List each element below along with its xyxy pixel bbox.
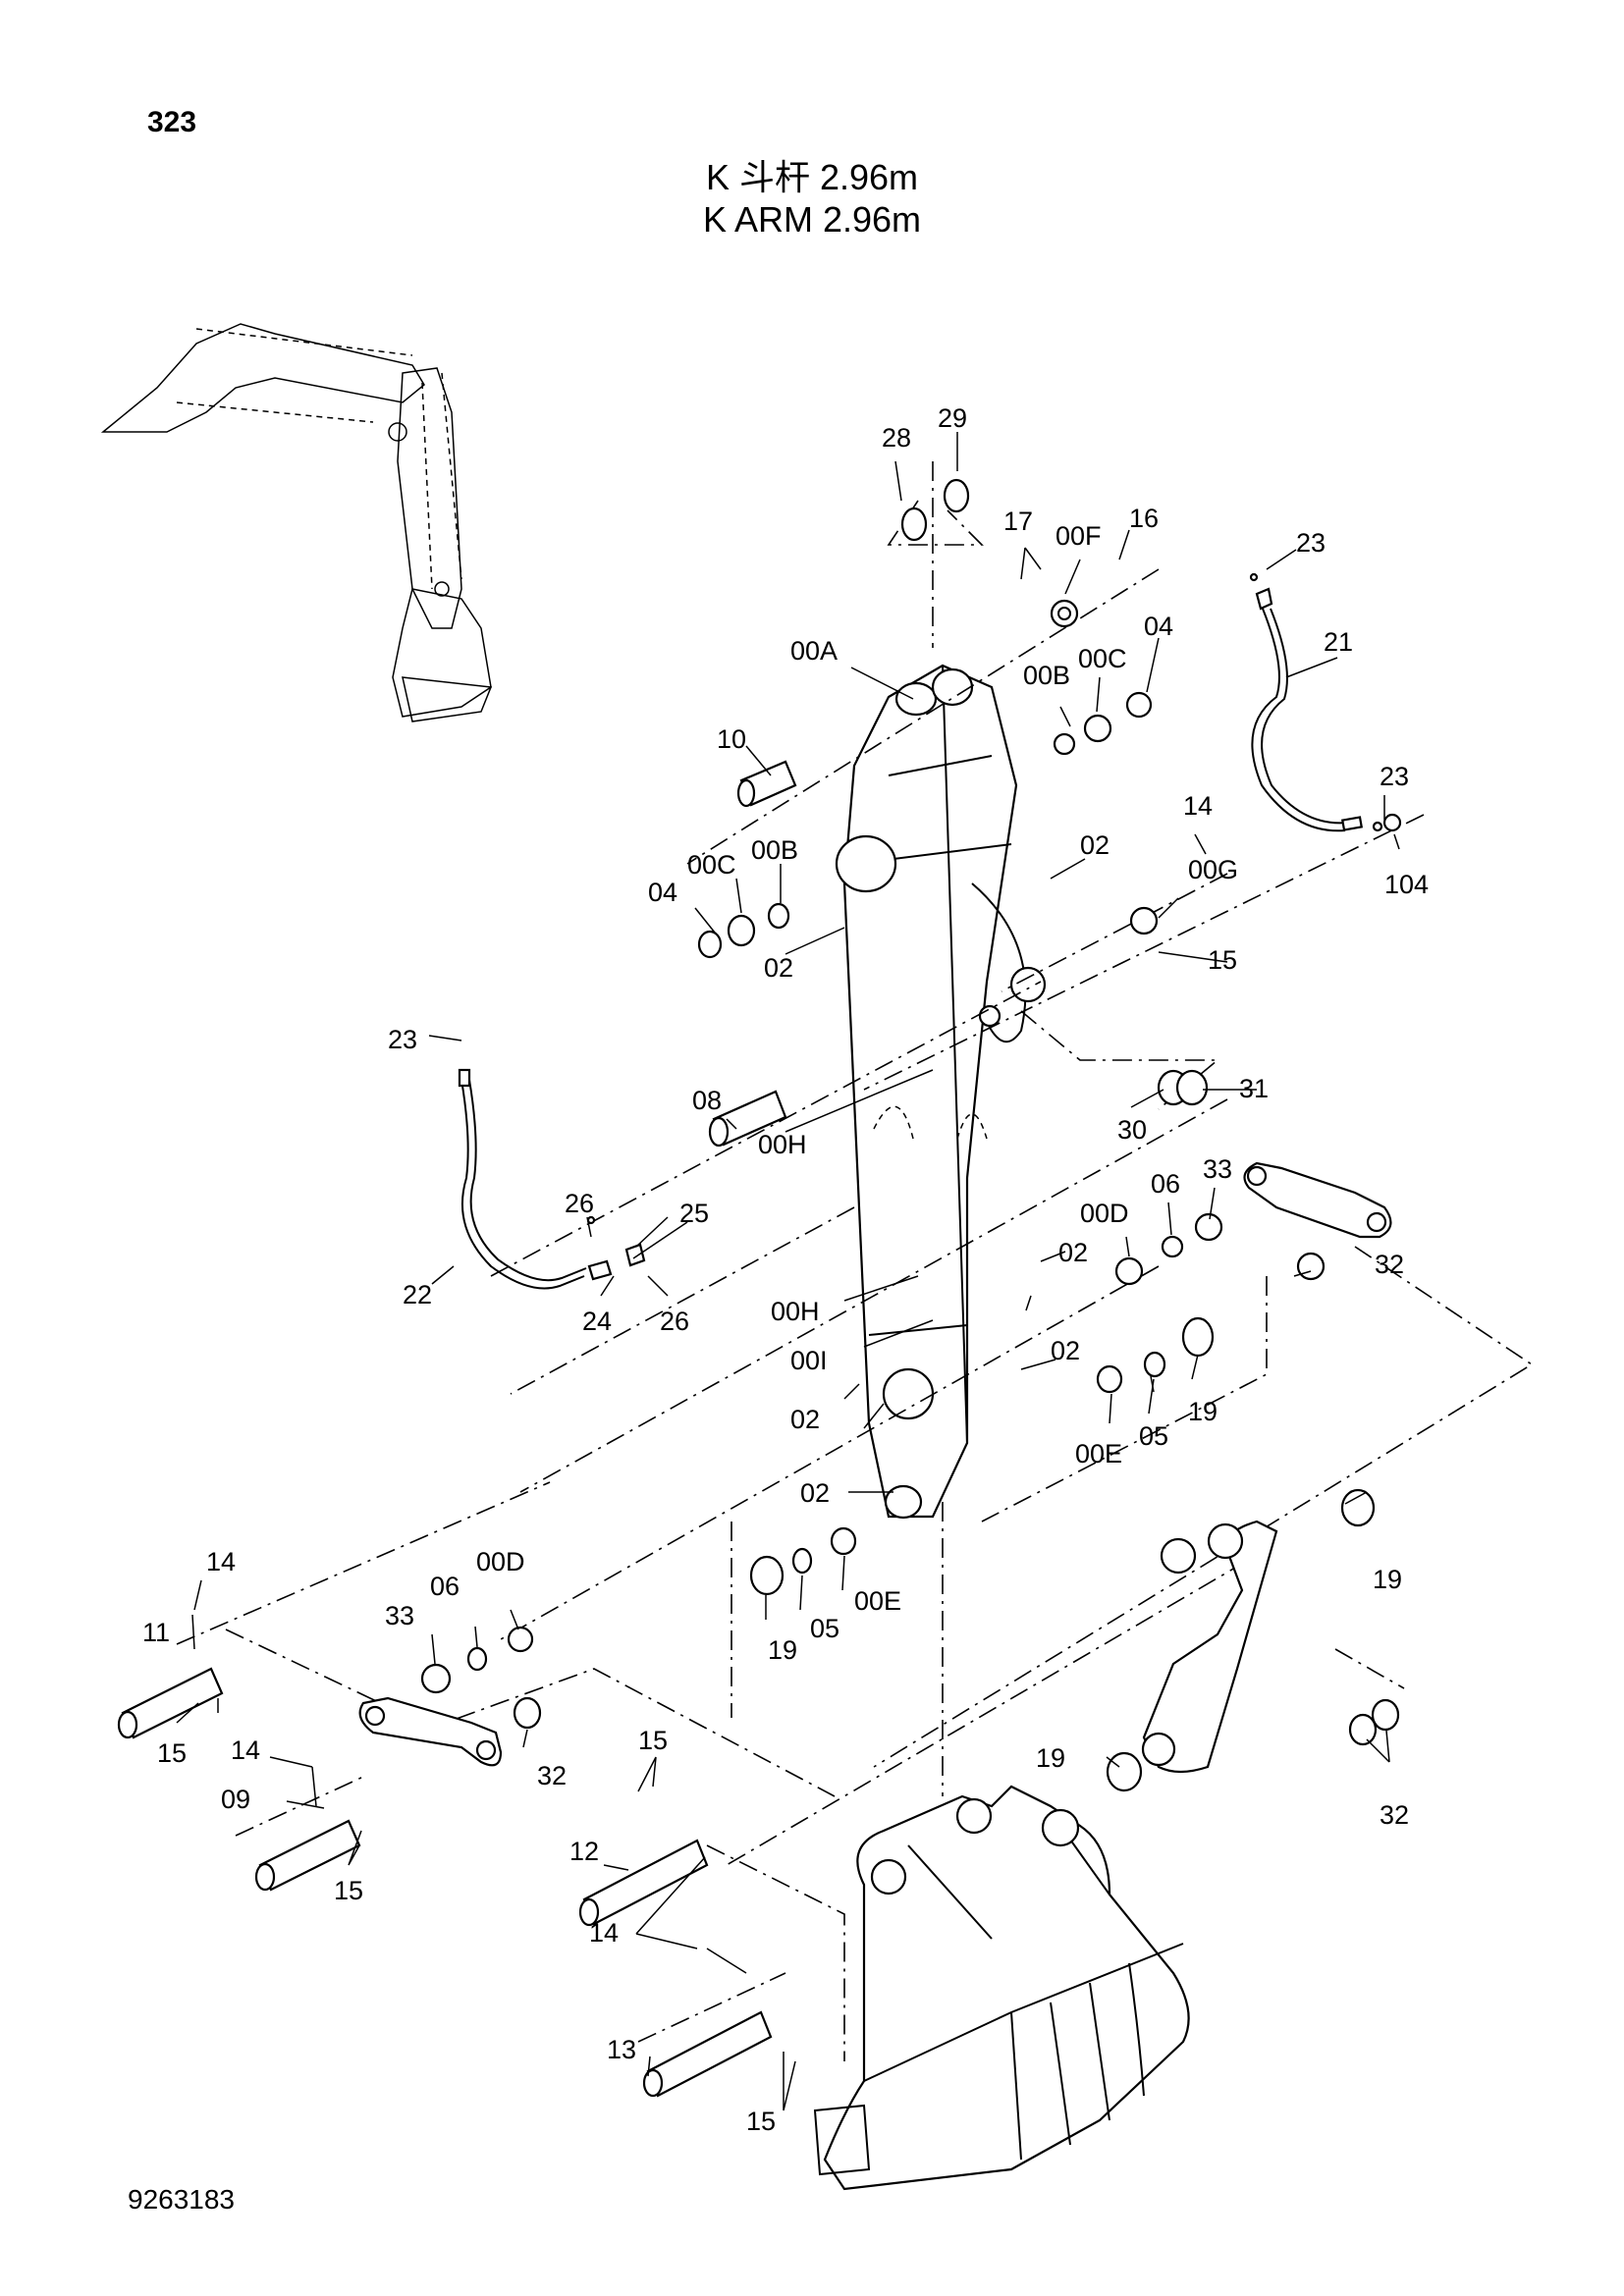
callout-00F: 00F xyxy=(1056,521,1102,551)
callout-14-middle: 14 xyxy=(231,1735,260,1765)
callout-14-left: 14 xyxy=(206,1547,236,1576)
callout-10: 10 xyxy=(717,724,746,754)
callout-02-lower-left: 02 xyxy=(790,1405,820,1434)
title-chinese: K 斗杆 2.96m xyxy=(705,157,919,197)
callout-00D-left: 00D xyxy=(476,1547,525,1576)
callout-06-right: 06 xyxy=(1151,1169,1180,1199)
callout-00C-right: 00C xyxy=(1078,644,1127,673)
callout-05-lower: 05 xyxy=(810,1614,839,1643)
callout-02-middle: 02 xyxy=(1051,1336,1080,1365)
callout-28: 28 xyxy=(882,423,911,453)
callout-30: 30 xyxy=(1117,1115,1147,1145)
callout-00E-lower: 00E xyxy=(854,1586,901,1616)
callout-00B-right: 00B xyxy=(1023,661,1070,690)
callout-31: 31 xyxy=(1239,1074,1269,1103)
callout-19-right: 19 xyxy=(1188,1397,1218,1426)
callout-00H-lower: 00H xyxy=(771,1297,820,1326)
callout-02-middle-right: 02 xyxy=(1058,1238,1088,1267)
callout-33-left: 33 xyxy=(385,1601,414,1630)
callout-06-left: 06 xyxy=(430,1572,460,1601)
callout-24: 24 xyxy=(582,1307,612,1336)
callout-15-left: 15 xyxy=(157,1738,187,1768)
callout-12: 12 xyxy=(569,1837,599,1866)
callout-104: 104 xyxy=(1384,870,1429,899)
centerlines xyxy=(176,461,1534,2061)
callout-32-bottom: 32 xyxy=(1380,1800,1409,1830)
callout-11: 11 xyxy=(142,1618,170,1647)
callout-08: 08 xyxy=(692,1086,722,1115)
callout-00E-right: 00E xyxy=(1075,1439,1122,1468)
callout-00I: 00I xyxy=(790,1346,828,1375)
callout-02-upper-left: 02 xyxy=(764,953,793,983)
callout-00A: 00A xyxy=(790,636,838,666)
callout-15-middle: 15 xyxy=(334,1876,363,1905)
callout-21: 21 xyxy=(1324,627,1353,657)
callout-05-right: 05 xyxy=(1139,1421,1168,1451)
callout-16: 16 xyxy=(1129,504,1159,533)
bucket xyxy=(813,1785,1190,2191)
callout-17: 17 xyxy=(1003,507,1033,536)
callout-15-bottom: 15 xyxy=(746,2107,776,2136)
callout-labels: 28 29 17 00F 16 23 21 00A 00B 00C 04 10 … xyxy=(142,403,1429,2136)
callout-00D-right: 00D xyxy=(1080,1199,1129,1228)
drawing-number: 9263183 xyxy=(128,2184,236,2215)
page-number: 323 xyxy=(147,106,197,138)
grease-hoses xyxy=(458,572,1402,1290)
callout-04-left: 04 xyxy=(648,878,677,907)
callout-32-left: 32 xyxy=(537,1761,567,1790)
callout-00C-left: 00C xyxy=(687,850,736,880)
callout-15-top: 15 xyxy=(638,1726,668,1755)
excavator-thumbnail xyxy=(100,323,493,722)
callout-15-upper: 15 xyxy=(1208,945,1237,975)
arm-body xyxy=(835,664,1047,1520)
leader-lines xyxy=(176,432,1400,2111)
callout-00H-upper: 00H xyxy=(758,1130,807,1159)
lower-pins xyxy=(117,1667,773,2098)
callout-26-lower: 26 xyxy=(660,1307,689,1336)
callout-23-top: 23 xyxy=(1296,528,1326,558)
callout-25: 25 xyxy=(679,1199,709,1228)
title-english: K ARM 2.96m xyxy=(702,199,922,240)
callout-29: 29 xyxy=(938,403,967,433)
callout-26-upper: 26 xyxy=(565,1189,594,1218)
callout-32-right: 32 xyxy=(1375,1250,1404,1279)
callout-19-bottom: 19 xyxy=(1036,1743,1065,1773)
callout-13: 13 xyxy=(607,2035,636,2064)
callout-19-top-right: 19 xyxy=(1373,1565,1402,1594)
callout-00B-left: 00B xyxy=(751,835,798,865)
callout-23-right: 23 xyxy=(1380,762,1409,791)
callout-22: 22 xyxy=(403,1280,432,1309)
callout-33-right: 33 xyxy=(1203,1154,1232,1184)
callout-04-right: 04 xyxy=(1144,612,1173,641)
callout-09: 09 xyxy=(221,1785,250,1814)
arm-pins-and-bushings xyxy=(420,478,1400,1792)
callout-14-top: 14 xyxy=(1183,791,1213,821)
arm-links xyxy=(358,1161,1392,1774)
callout-02-bottom: 02 xyxy=(800,1478,830,1508)
callout-19-lower: 19 xyxy=(768,1635,797,1665)
callout-23-left: 23 xyxy=(388,1025,417,1054)
callout-02-upper-right: 02 xyxy=(1080,830,1110,860)
callout-00G: 00G xyxy=(1188,855,1238,884)
callout-14-bottom: 14 xyxy=(589,1918,619,1948)
